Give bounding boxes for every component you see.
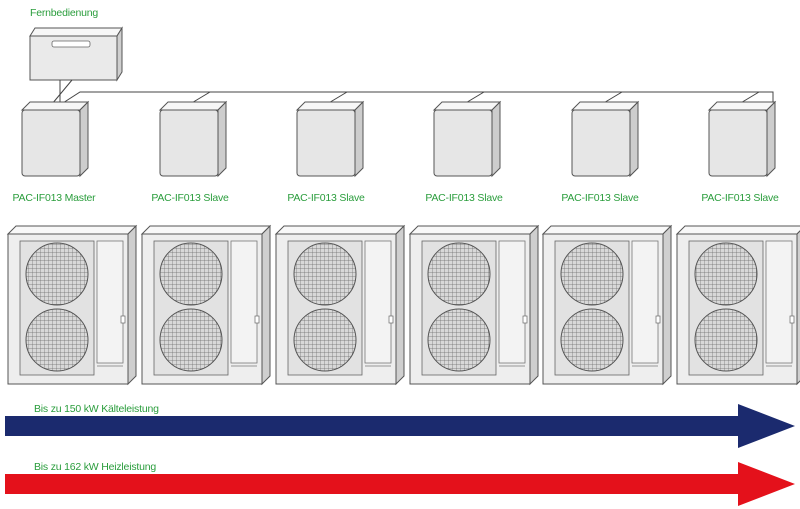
controller-label-slave: PAC-IF013 Slave xyxy=(287,192,365,204)
controller-box-icon xyxy=(158,100,228,178)
controller-box-icon xyxy=(570,100,640,178)
outdoor-unit-icon xyxy=(408,224,540,386)
controller-label-master: PAC-IF013 Master xyxy=(12,192,96,204)
controller-box-icon xyxy=(707,100,777,178)
outdoor-unit-icon xyxy=(675,225,800,386)
outdoor-unit-icon xyxy=(6,224,138,386)
controller-label-slave: PAC-IF013 Slave xyxy=(701,192,779,204)
outdoor-unit-icon xyxy=(541,224,673,386)
remote-control-icon xyxy=(29,26,123,82)
controller-label-slave: PAC-IF013 Slave xyxy=(425,192,503,204)
outdoor-unit-icon xyxy=(274,224,406,386)
heating-capacity-label: Bis zu 162 kW Heizleistung xyxy=(34,461,157,473)
heating-capacity-arrow xyxy=(5,462,795,506)
controller-box-icon xyxy=(295,100,365,178)
cooling-capacity-arrow xyxy=(5,404,795,448)
remote-control-label: Fernbedienung xyxy=(30,7,99,19)
controller-label-slave: PAC-IF013 Slave xyxy=(561,192,639,204)
controller-box-icon xyxy=(20,100,90,178)
outdoor-unit-icon xyxy=(140,224,272,386)
controller-boxes xyxy=(20,100,777,178)
controller-label-slave: PAC-IF013 Slave xyxy=(151,192,229,204)
connection-wiring xyxy=(51,79,774,111)
cooling-capacity-label: Bis zu 150 kW Kälteleistung xyxy=(34,403,159,415)
controller-box-icon xyxy=(432,100,502,178)
outdoor-units xyxy=(6,224,800,386)
